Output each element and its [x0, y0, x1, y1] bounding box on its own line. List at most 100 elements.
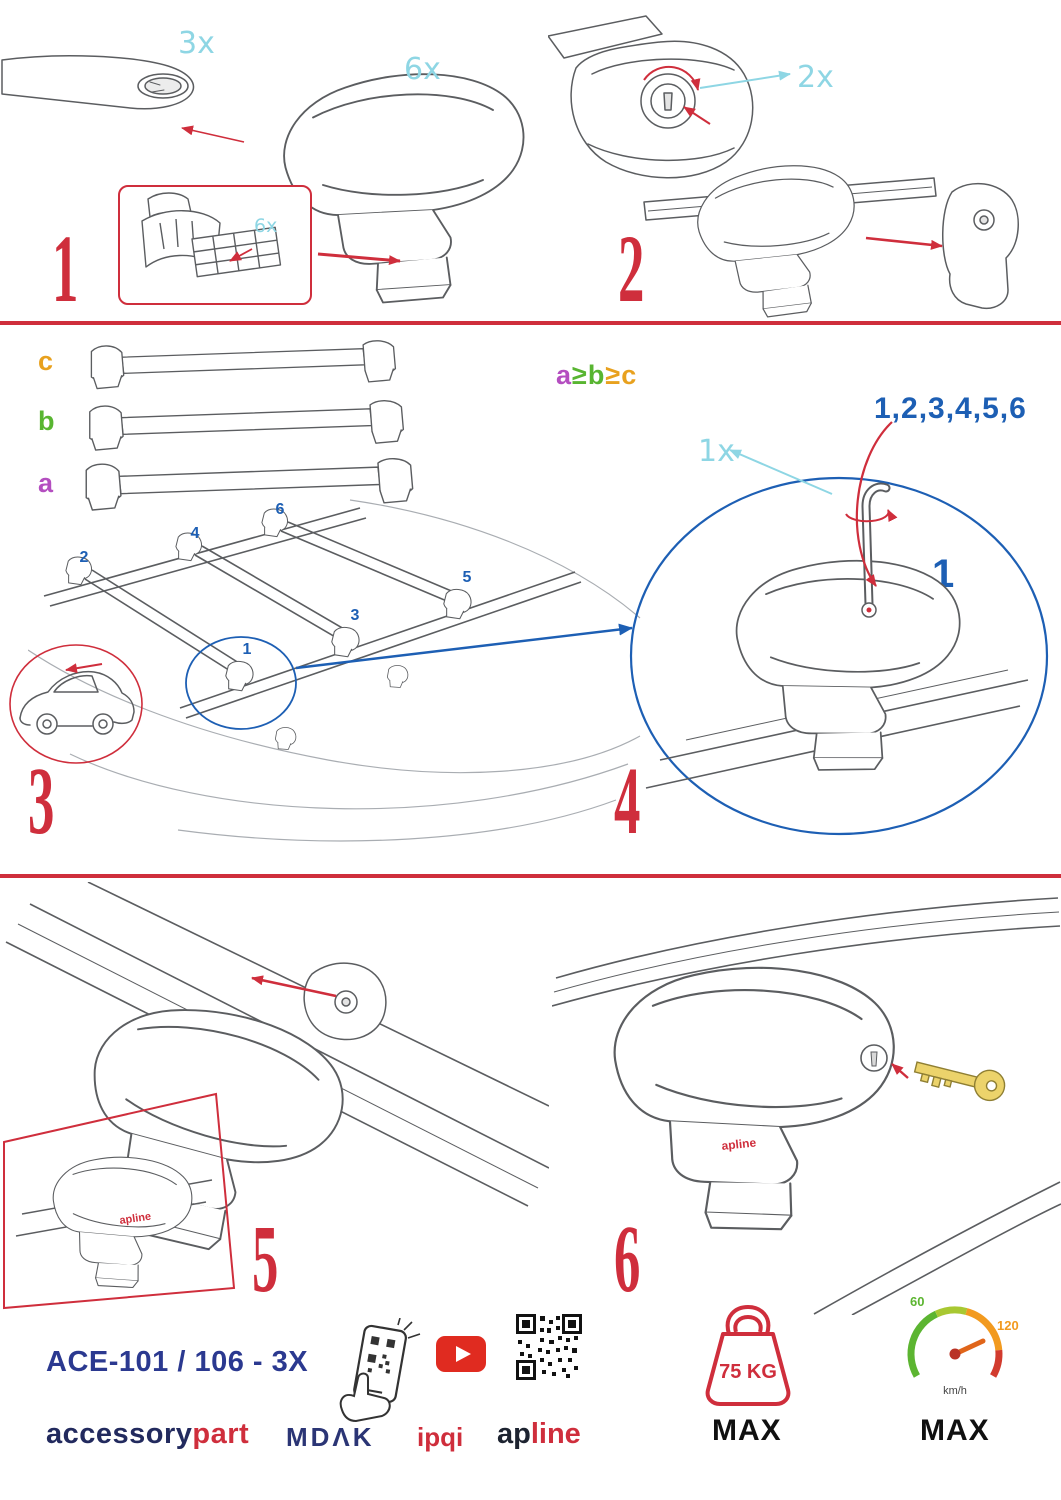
formula-c: c: [621, 360, 638, 390]
keyhole: [870, 1051, 878, 1067]
step1-pads-qty: 6x: [254, 215, 278, 237]
rotate-key-arrow: [845, 509, 898, 523]
qr-code-icon: [516, 1314, 582, 1380]
roof-mounting-diagram: 2 4 6 1 3 5: [28, 499, 641, 842]
keyhole: [663, 92, 673, 111]
apline-logo: apline: [119, 1211, 152, 1227]
qr-finder-patterns: [516, 1314, 582, 1380]
qty-leader: [729, 449, 833, 495]
position-5: 5: [463, 569, 472, 586]
section-divider-2: [0, 874, 1061, 878]
position-1: 1: [243, 641, 252, 658]
apline-ap: ap: [497, 1418, 531, 1450]
foot-drawing: [283, 73, 525, 304]
foot-drawing: [596, 951, 903, 1246]
step1-number: 1: [52, 215, 79, 322]
scan-phone-icon: [339, 1318, 421, 1422]
position-4: 4: [191, 525, 200, 542]
allen-key-icon: [861, 482, 891, 609]
step4-number: 4: [614, 747, 641, 854]
formula-b: b: [587, 360, 606, 390]
bolt-center: [866, 607, 872, 613]
size-label-c: c: [38, 346, 54, 376]
hand-icon: [339, 1372, 391, 1422]
position-numbers: 2 4 6 1 3 5: [80, 501, 472, 658]
speed-60-label: 60: [910, 1294, 924, 1309]
youtube-icon: [436, 1336, 486, 1372]
foot-drawing: [726, 551, 965, 780]
section-divider-1: [0, 321, 1061, 325]
pad-detail-drawing: [141, 192, 282, 278]
attach-cap-arrow: [865, 236, 943, 250]
step6-number: 6: [614, 1205, 641, 1312]
foot-top-view-drawing: [548, 15, 754, 179]
formula-a: a: [556, 360, 573, 390]
end-cap-drawing: [942, 182, 1019, 310]
formula-ge2: ≥: [605, 360, 622, 390]
size-label-b: b: [38, 406, 55, 436]
pad-to-foot-arrow: [317, 252, 401, 266]
step1-bar-qty: 3x: [178, 26, 215, 61]
weight-value: 75 KG: [719, 1361, 777, 1383]
notification-rays: [397, 1318, 421, 1339]
crossbar-end-drawing: [1, 55, 195, 110]
zoom-arrow: [295, 623, 633, 670]
brand-accessory: accessory: [46, 1418, 193, 1450]
sequence-arrow: [855, 421, 893, 587]
step2-illustration: [548, 15, 1019, 320]
qty-leader: [699, 70, 791, 89]
brand-part: part: [192, 1418, 250, 1450]
needle-hub: [949, 1348, 961, 1360]
crossbars: [84, 521, 469, 680]
step1-pad-detail-box: 6x: [118, 185, 312, 305]
step1-foot-qty: 6x: [404, 52, 441, 87]
direction-arrow: [65, 663, 103, 674]
weight-max-label: MAX: [712, 1414, 782, 1447]
position-6: 6: [276, 501, 285, 518]
qr-modules: [518, 1316, 578, 1378]
play-icon: [456, 1346, 471, 1362]
step5-illustration: apline: [3, 882, 549, 1310]
slide-in-arrow: [251, 975, 337, 998]
step1-illustration: [1, 55, 525, 304]
step6-illustration: apline: [552, 897, 1061, 1315]
focus-circle: [185, 636, 297, 730]
step3-number: 3: [28, 747, 55, 854]
foot-drawing: [694, 161, 861, 320]
tighten-sequence: 1,2,3,4,5,6: [874, 392, 1027, 425]
step4-illustration: [629, 421, 1049, 836]
roof-rail-drawing: [552, 897, 1061, 1315]
rotate-lock-arrow: [643, 65, 701, 91]
car-drawing: [19, 670, 135, 735]
detail-callout: apline: [3, 1092, 236, 1310]
position-3: 3: [351, 607, 360, 624]
size-formula: a≥b≥c: [556, 360, 637, 391]
car-highlight-ellipse: [9, 644, 143, 764]
speed-unit-label: km/h: [943, 1385, 967, 1397]
car-callout: [9, 644, 143, 764]
position-2: 2: [80, 549, 89, 566]
size-label-a: a: [38, 468, 54, 498]
ipqi-brand: ipqi: [417, 1422, 464, 1452]
step5-number: 5: [252, 1205, 279, 1312]
key-icon: [913, 1061, 1006, 1102]
clamp-piece-drawing: [303, 962, 387, 1041]
key-insert-arrow: [683, 106, 711, 125]
step2-keys-qty: 2x: [797, 60, 834, 95]
apline-line: line: [530, 1418, 581, 1450]
accessoryp-brand: accessorypart: [46, 1418, 249, 1451]
step2-number: 2: [618, 215, 645, 322]
model-number: ACE-101 / 106 - 3X: [46, 1346, 309, 1378]
zoom-ellipse: [629, 476, 1049, 836]
formula-ge1: ≥: [572, 360, 588, 390]
step4-tool-qty: 1x: [698, 434, 735, 469]
mdak-brand: MDΛK: [286, 1422, 375, 1452]
apline-brand: apline: [497, 1418, 581, 1451]
max-weight-icon: 75 KG: [705, 1305, 791, 1406]
crossbar-b-drawing: [89, 400, 405, 451]
max-speed-icon: 60 120 km/h: [907, 1294, 1019, 1397]
kettlebell-outline: [705, 1305, 791, 1406]
speed-max-label: MAX: [920, 1414, 990, 1447]
callout-frame: [3, 1092, 236, 1310]
